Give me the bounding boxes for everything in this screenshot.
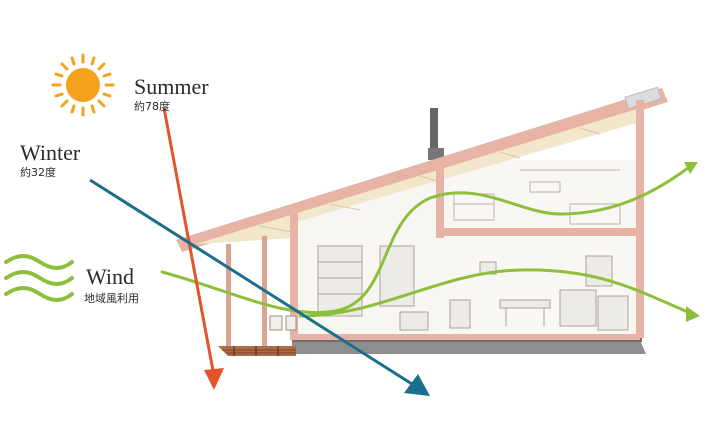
- winter-label: Winter: [20, 140, 81, 165]
- roof: [176, 86, 668, 252]
- winter-sun-ray: [89, 178, 430, 396]
- wind-note-label: 地域風利用: [84, 292, 139, 305]
- sun-icon: [51, 53, 115, 117]
- wind-flow-lines: [160, 166, 690, 318]
- summer-label: Summer: [134, 74, 209, 99]
- wooden-deck: [218, 346, 296, 356]
- summer-sun-ray: [162, 107, 224, 390]
- wind-arrowheads: [684, 162, 700, 322]
- summer-angle-label: 約78度: [134, 100, 170, 113]
- house-interior: [296, 108, 636, 338]
- winter-angle-label: 約32度: [20, 166, 56, 179]
- wind-label: Wind: [86, 264, 134, 289]
- wind-waves-icon: [4, 254, 74, 302]
- porch-chairs: [269, 315, 297, 331]
